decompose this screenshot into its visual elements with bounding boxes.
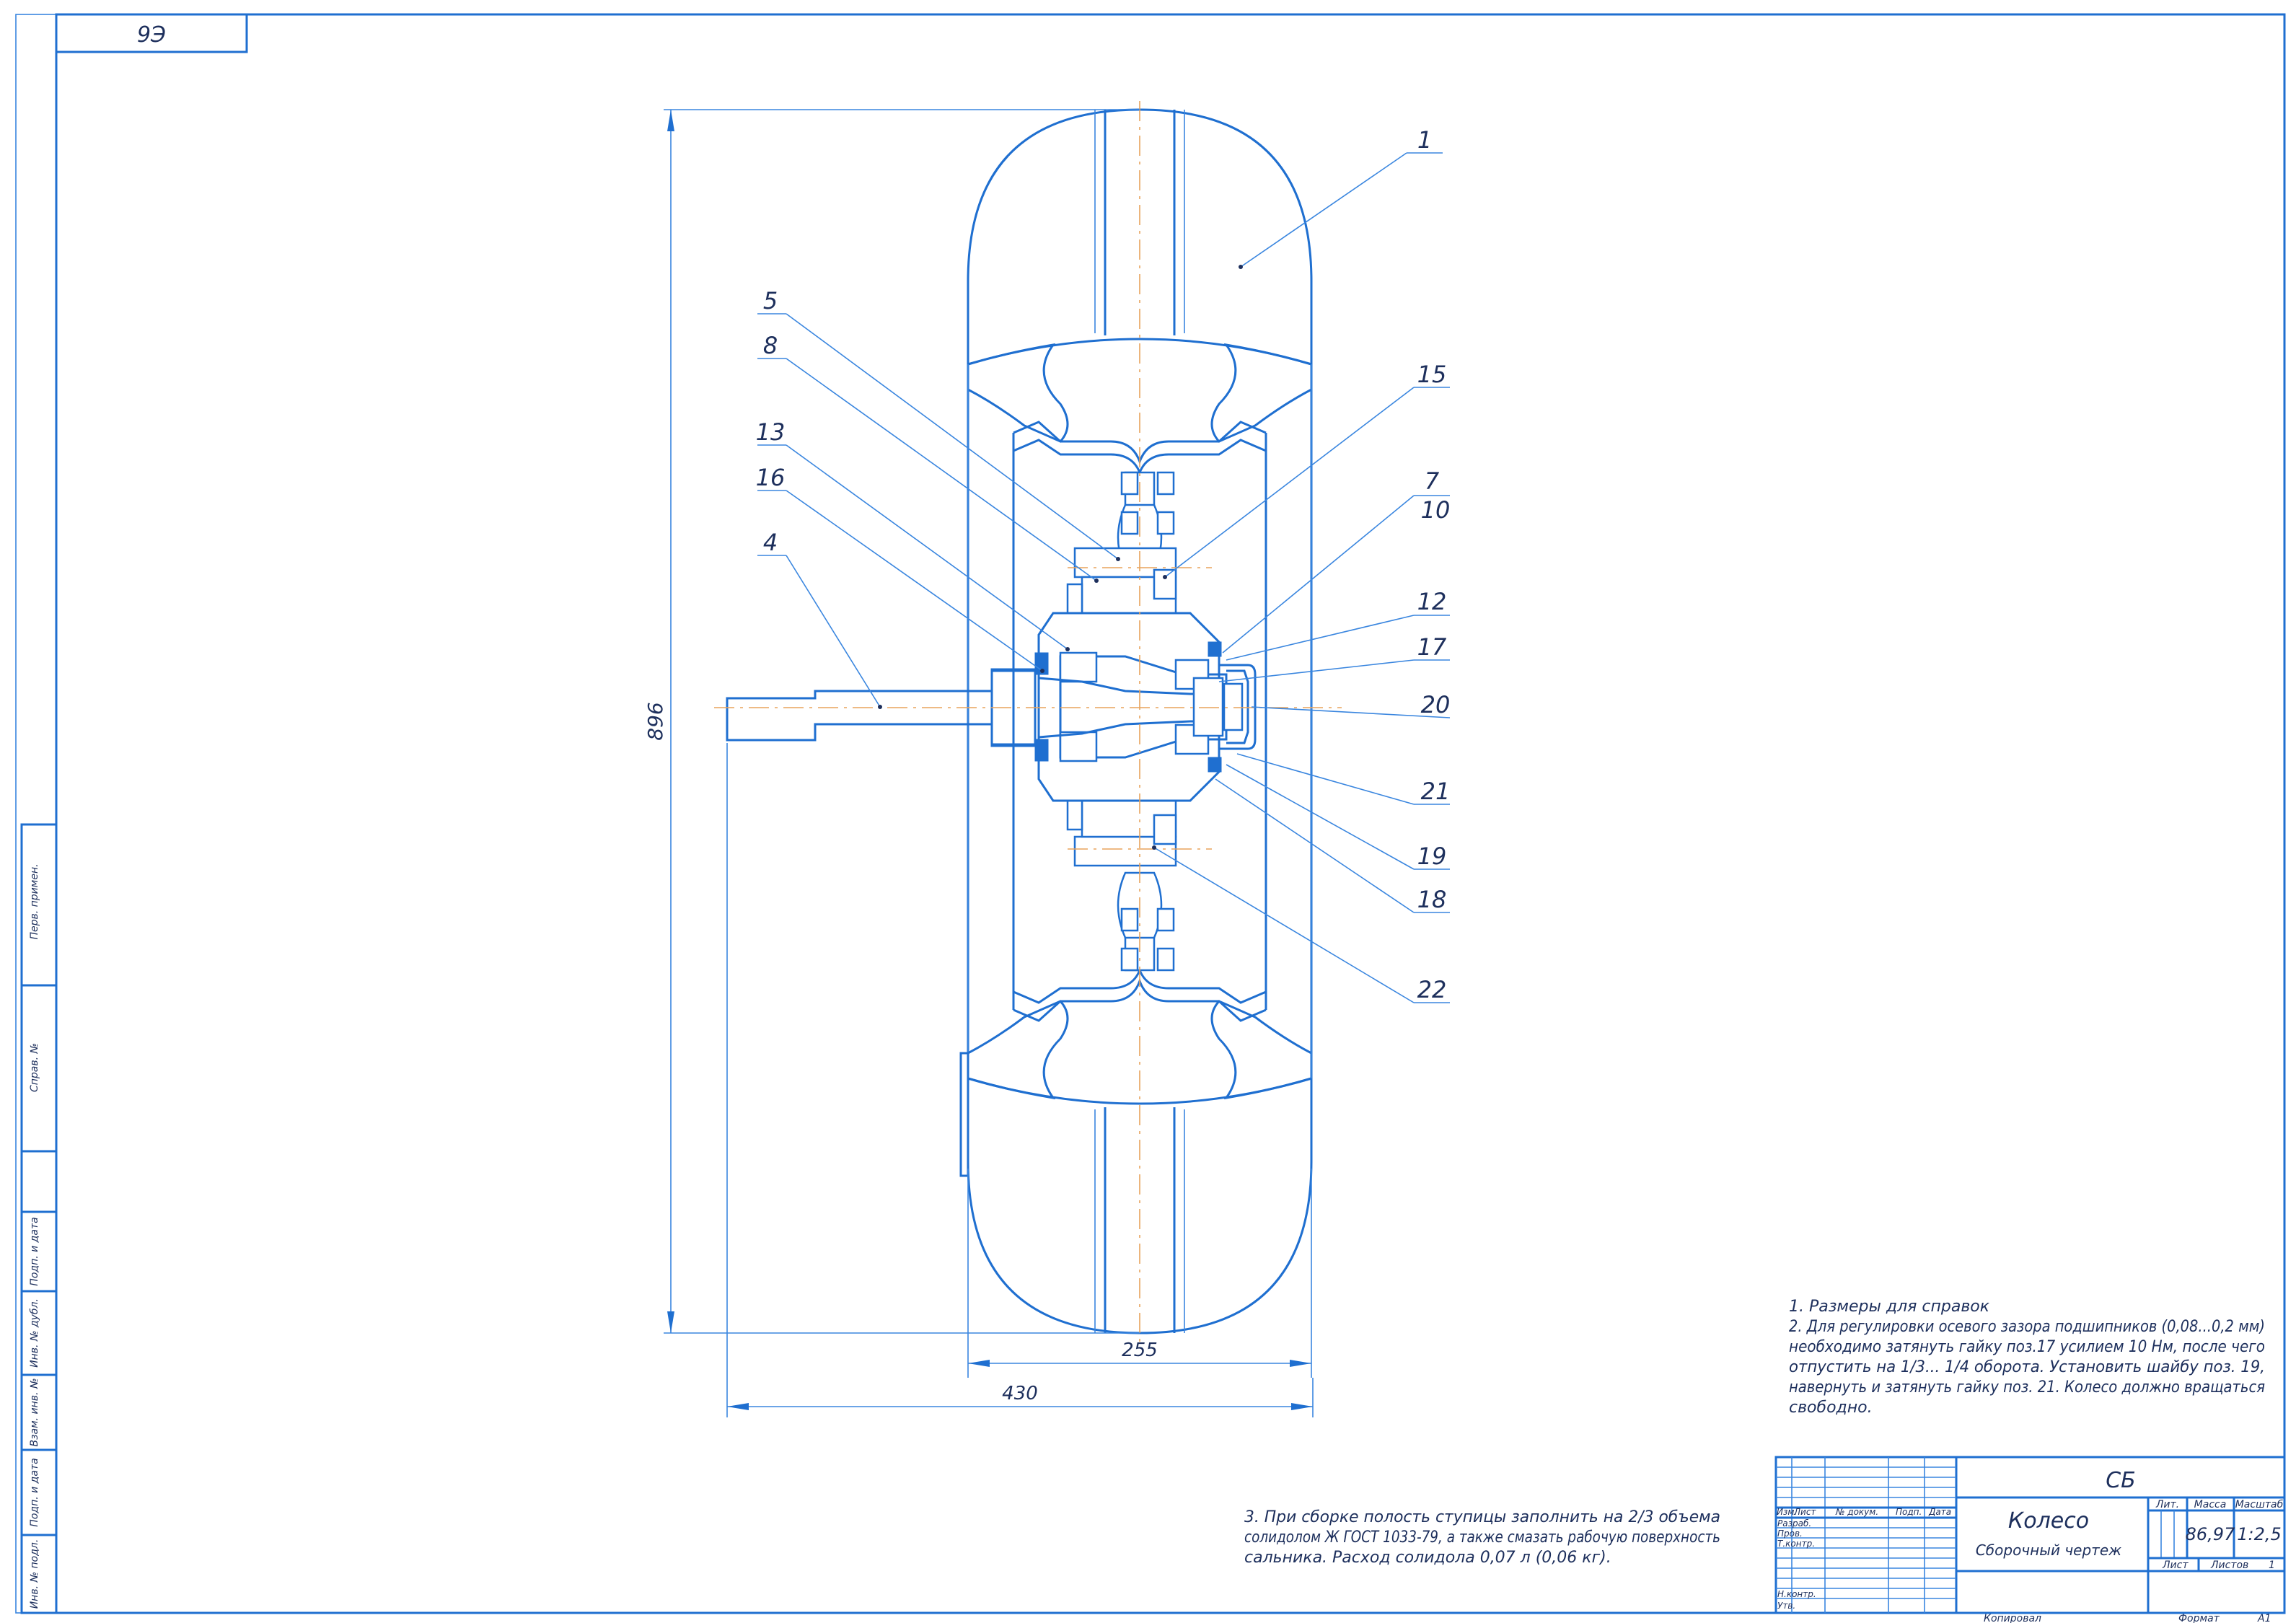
note3-line-3: сальника. Расход солидола 0,07 л (0,06 к…	[1244, 1549, 1611, 1567]
hdr-sign: Подп.	[1896, 1507, 1922, 1517]
role-tkontr: Т.контр.	[1777, 1539, 1815, 1549]
callout-18: 18	[1417, 886, 1447, 913]
bead-section-top-right	[1210, 343, 1313, 443]
callout-17: 17	[1417, 633, 1447, 661]
note3-line-1: 3. При сборке полость ступицы заполнить …	[1244, 1508, 1720, 1526]
role-prov: Пров.	[1777, 1529, 1803, 1539]
mass-value: 86,97	[2186, 1524, 2235, 1544]
corner-code: 9Э	[137, 22, 166, 48]
title-block: СБ Лит. Масса Масштаб 86,97 1:2,5 Лист Л…	[1774, 1456, 2286, 1614]
dimension-rim-width: 255	[1122, 1340, 1158, 1361]
sheets-count: 1	[2269, 1560, 2275, 1571]
side-stamp-label-4: Инв. № дубл.	[29, 1298, 40, 1368]
note-line-4: отпустить на 1/3... 1/4 оборота. Установ…	[1789, 1358, 2265, 1376]
col-mass: Масса	[2194, 1499, 2227, 1510]
wheel-assembly	[714, 101, 1342, 1342]
col-scale: Масштаб	[2235, 1499, 2284, 1510]
format-value: А1	[2257, 1613, 2271, 1623]
dimension-overall-width: 430	[1002, 1383, 1038, 1404]
corner-code-box	[55, 13, 248, 53]
tire-outline	[967, 108, 1313, 1334]
callout-19: 19	[1417, 843, 1447, 870]
note-line-2: 2. Для регулировки осевого зазора подшип…	[1789, 1318, 2265, 1336]
side-stamp: Перв. примен. Справ. № Подп. и дата Инв.…	[20, 823, 58, 1614]
note-line-6: свободно.	[1789, 1399, 1873, 1417]
col-lit: Лит.	[2155, 1499, 2179, 1510]
bead-section-bottom-left	[967, 1000, 1069, 1100]
note3-line-2: солидолом Ж ГОСТ 1033-79, а также смазат…	[1244, 1529, 1720, 1547]
side-stamp-label-7: Инв. № подл.	[29, 1539, 40, 1609]
hdr-izm: Изм.	[1777, 1507, 1797, 1517]
document-type: Сборочный чертеж	[1976, 1541, 2121, 1559]
callout-5: 5	[763, 287, 778, 315]
doc-code: СБ	[2106, 1468, 2136, 1493]
bead-section-top-left	[967, 343, 1069, 443]
note-line-5: навернуть и затянуть гайку поз. 21. Коле…	[1789, 1378, 2265, 1397]
side-stamp-label-6: Подп. и дата	[29, 1458, 40, 1526]
bead-section-bottom-right	[1210, 1000, 1313, 1100]
seal-left	[1034, 652, 1049, 675]
callout-12: 12	[1417, 588, 1447, 615]
product-name: Колесо	[2008, 1508, 2089, 1534]
callout-20: 20	[1421, 691, 1451, 718]
copied-label: Копировал	[1984, 1613, 2041, 1623]
callout-1: 1	[1417, 126, 1432, 154]
callouts: 1 5 8 15 13 16 7 10 4	[756, 126, 1451, 1003]
role-utv: Утв.	[1777, 1601, 1795, 1611]
callout-21: 21	[1421, 778, 1451, 805]
side-stamp-label-2: Справ. №	[29, 1043, 40, 1092]
side-stamp-label-1: Перв. примен.	[29, 863, 40, 939]
format-label: Формат	[2178, 1613, 2220, 1623]
technical-notes: 1. Размеры для справок 2. Для регулировк…	[1244, 1298, 2265, 1567]
drawing-frame	[55, 13, 2286, 1614]
callout-10: 10	[1421, 496, 1451, 524]
callout-16: 16	[756, 464, 786, 491]
callout-8: 8	[763, 332, 778, 359]
role-razrab: Разраб.	[1777, 1518, 1811, 1529]
hdr-list: Лист	[1793, 1507, 1816, 1517]
role-nkontr: Н.контр.	[1777, 1589, 1816, 1599]
callout-22: 22	[1417, 976, 1447, 1003]
callout-15: 15	[1417, 361, 1447, 388]
hub-body	[1037, 612, 1220, 802]
side-stamp-label-3: Подп. и дата	[29, 1217, 40, 1285]
callout-13: 13	[756, 418, 786, 446]
sheet-label: Лист	[2162, 1560, 2189, 1571]
hdr-date: Дата	[1928, 1507, 1951, 1517]
sheets-label: Листов	[2210, 1560, 2248, 1571]
callout-7: 7	[1425, 467, 1440, 495]
scale-value: 1:2,5	[2237, 1524, 2282, 1544]
hdr-docnum: № докум.	[1835, 1507, 1878, 1517]
dimension-height: 896	[643, 702, 667, 740]
note-line-3: необходимо затянуть гайку поз.17 усилием…	[1789, 1338, 2265, 1356]
dimensions: 896 255 430	[643, 109, 1314, 1417]
callout-4: 4	[763, 529, 778, 556]
side-stamp-label-5: Взам. инв. №	[29, 1378, 40, 1446]
note-line-1: 1. Размеры для справок	[1789, 1298, 1990, 1316]
